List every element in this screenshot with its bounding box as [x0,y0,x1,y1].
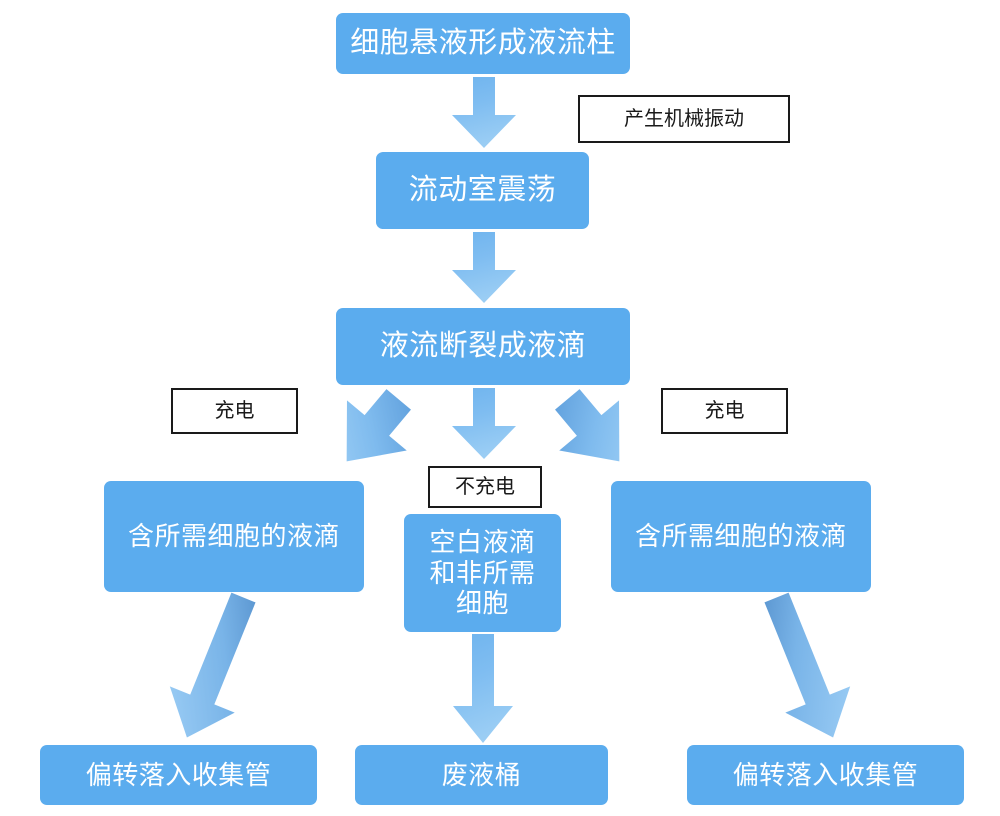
node-droplet-with-target-cells-right[interactable]: 含所需细胞的液滴 [611,481,871,592]
node-label: 流动室震荡 [408,174,557,207]
node-label: 偏转落入收集管 [732,759,919,790]
node-deflect-into-collection-tube-left[interactable]: 偏转落入收集管 [40,745,317,805]
label-charge-left: 充电 [171,388,298,434]
node-label-line-2: 和非所需 [429,557,536,588]
arrow-droplets-to-uncharged [451,388,517,460]
arrow-droplets-to-right-charged [538,388,648,473]
node-label: 细胞悬液形成液流柱 [350,27,616,60]
node-label: 液流断裂成液滴 [379,330,587,363]
arrow-right-droplet-to-collection-tube [740,592,870,744]
node-label-line-3: 细胞 [455,588,509,619]
label-mechanical-vibration: 产生机械振动 [578,95,790,143]
arrow-droplets-to-left-charged [318,388,428,473]
node-label: 含所需细胞的液滴 [127,521,340,552]
arrow-stream-to-oscillation [451,77,517,149]
node-deflect-into-collection-tube-right[interactable]: 偏转落入收集管 [687,745,964,805]
label-text: 充电 [214,400,255,422]
label-no-charge: 不充电 [428,466,542,508]
node-cell-suspension-stream[interactable]: 细胞悬液形成液流柱 [336,13,630,74]
node-droplet-with-target-cells-left[interactable]: 含所需细胞的液滴 [104,481,364,592]
node-label: 废液桶 [441,759,522,790]
label-charge-right: 充电 [661,388,788,434]
label-text: 产生机械振动 [624,108,744,130]
node-flow-chamber-oscillation[interactable]: 流动室震荡 [376,152,589,229]
node-stream-breaks-into-droplets[interactable]: 液流断裂成液滴 [336,308,630,385]
label-text: 充电 [704,400,745,422]
node-label: 偏转落入收集管 [85,759,272,790]
node-waste-container[interactable]: 废液桶 [355,745,608,805]
arrow-blank-droplet-to-waste [452,634,514,744]
node-blank-and-unwanted-cells[interactable]: 空白液滴 和非所需 细胞 [404,514,561,632]
node-label-line-1: 空白液滴 [429,526,536,557]
node-label: 含所需细胞的液滴 [634,521,847,552]
label-text: 不充电 [455,476,515,498]
arrow-left-droplet-to-collection-tube [150,592,280,744]
arrow-oscillation-to-droplets [451,232,517,304]
